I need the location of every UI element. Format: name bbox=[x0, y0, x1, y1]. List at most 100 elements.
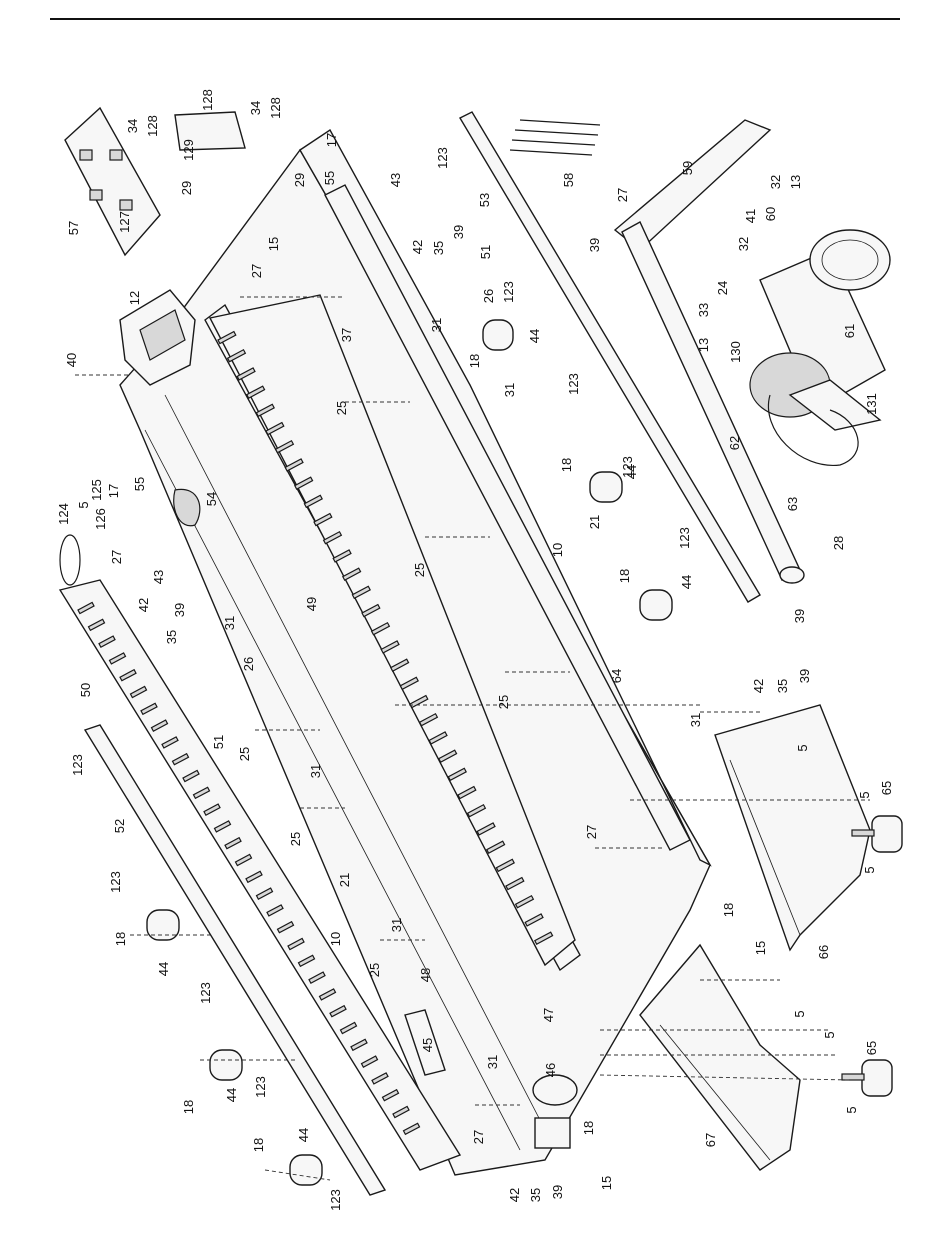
tread-slot bbox=[224, 836, 242, 850]
sensor-54 bbox=[173, 488, 201, 527]
callout-129: 129 bbox=[181, 139, 196, 161]
callout-25: 25 bbox=[496, 695, 511, 709]
tread-slot bbox=[255, 403, 275, 418]
callout-34: 34 bbox=[125, 119, 140, 133]
callout-39: 39 bbox=[792, 609, 807, 623]
callout-35: 35 bbox=[528, 1188, 543, 1202]
tread-slot bbox=[381, 1088, 400, 1102]
cushion-44b bbox=[589, 471, 623, 503]
tread-slot bbox=[161, 736, 179, 749]
tread-slot bbox=[351, 585, 371, 600]
tread-slot bbox=[77, 601, 95, 615]
callout-27: 27 bbox=[109, 550, 124, 564]
tread-slot bbox=[350, 1038, 368, 1052]
callout-27: 27 bbox=[615, 188, 630, 202]
tread-slot bbox=[485, 840, 506, 854]
plate-57 bbox=[64, 106, 161, 257]
callout-52: 52 bbox=[112, 819, 127, 833]
callout-123: 123 bbox=[677, 527, 692, 549]
callout-5: 5 bbox=[792, 1010, 807, 1017]
tread-slot bbox=[234, 853, 253, 867]
callout-45: 45 bbox=[420, 1038, 435, 1052]
callout-25: 25 bbox=[334, 401, 349, 415]
callout-18: 18 bbox=[581, 1121, 596, 1135]
tread-slot bbox=[87, 618, 106, 632]
callout-67: 67 bbox=[703, 1133, 718, 1147]
callout-15: 15 bbox=[753, 941, 768, 955]
callout-25: 25 bbox=[288, 832, 303, 846]
callout-27: 27 bbox=[471, 1130, 486, 1144]
callout-21: 21 bbox=[337, 873, 352, 887]
tread-slot bbox=[402, 1122, 421, 1136]
callout-29: 29 bbox=[292, 173, 307, 187]
callout-28: 28 bbox=[831, 536, 846, 550]
callout-123: 123 bbox=[253, 1076, 268, 1098]
callout-31: 31 bbox=[429, 318, 444, 332]
callout-18: 18 bbox=[617, 569, 632, 583]
tread-slot bbox=[129, 685, 148, 699]
motor-61 bbox=[749, 229, 891, 431]
callout-31: 31 bbox=[485, 1055, 500, 1069]
callout-31: 31 bbox=[688, 713, 703, 727]
callout-65: 65 bbox=[864, 1041, 879, 1055]
callout-57: 57 bbox=[66, 221, 81, 235]
rail-53 bbox=[459, 111, 761, 603]
tread-slot bbox=[276, 920, 295, 934]
tread-slot bbox=[409, 694, 429, 709]
callout-18: 18 bbox=[467, 354, 482, 368]
tread-slot bbox=[284, 458, 304, 472]
callout-61: 61 bbox=[842, 324, 857, 338]
callout-128: 128 bbox=[145, 115, 160, 137]
tread-slot bbox=[361, 603, 381, 618]
callout-43: 43 bbox=[388, 173, 403, 187]
callout-31: 31 bbox=[222, 616, 237, 630]
callout-44: 44 bbox=[527, 329, 542, 343]
tread-slot bbox=[217, 330, 237, 345]
tread-slot bbox=[266, 904, 284, 917]
callout-123: 123 bbox=[501, 281, 516, 303]
callout-54: 54 bbox=[204, 492, 219, 506]
callout-130: 130 bbox=[728, 341, 743, 363]
cushion-44e bbox=[209, 1049, 243, 1081]
callout-32: 32 bbox=[768, 175, 783, 189]
callout-18: 18 bbox=[251, 1138, 266, 1152]
tread-slot bbox=[332, 549, 352, 563]
tread-slot bbox=[476, 822, 496, 836]
callout-26: 26 bbox=[241, 657, 256, 671]
callout-5: 5 bbox=[822, 1031, 837, 1038]
callout-35: 35 bbox=[775, 679, 790, 693]
tread-slot bbox=[371, 1072, 389, 1085]
tread-slot bbox=[192, 786, 211, 800]
callout-39: 39 bbox=[797, 669, 812, 683]
tread-slot bbox=[150, 719, 169, 732]
rail-64 bbox=[324, 184, 691, 851]
callout-41: 41 bbox=[743, 209, 758, 223]
callout-60: 60 bbox=[763, 207, 778, 221]
tread-slot bbox=[98, 635, 116, 648]
callout-31: 31 bbox=[389, 918, 404, 932]
callout-40: 40 bbox=[64, 353, 79, 367]
tread-slot bbox=[457, 785, 477, 800]
callout-42: 42 bbox=[751, 679, 766, 693]
bracket-129 bbox=[174, 111, 246, 151]
callout-18: 18 bbox=[113, 932, 128, 946]
tread-slot bbox=[495, 858, 515, 873]
callout-58: 58 bbox=[561, 173, 576, 187]
callout-15: 15 bbox=[266, 237, 281, 251]
tread-slot bbox=[226, 348, 247, 363]
callout-15: 15 bbox=[599, 1176, 614, 1190]
callout-32: 32 bbox=[736, 237, 751, 251]
tread-slot bbox=[505, 876, 525, 891]
tread-slot bbox=[313, 512, 333, 527]
wires-58 bbox=[509, 119, 601, 156]
callout-125: 125 bbox=[89, 479, 104, 501]
tread-slot bbox=[533, 931, 554, 945]
callout-24: 24 bbox=[715, 281, 730, 295]
bar-52 bbox=[83, 724, 387, 1196]
callout-18: 18 bbox=[181, 1100, 196, 1114]
cushion-44c bbox=[639, 589, 673, 621]
callout-59: 59 bbox=[680, 161, 695, 175]
callout-123: 123 bbox=[328, 1189, 343, 1211]
callout-35: 35 bbox=[431, 241, 446, 255]
